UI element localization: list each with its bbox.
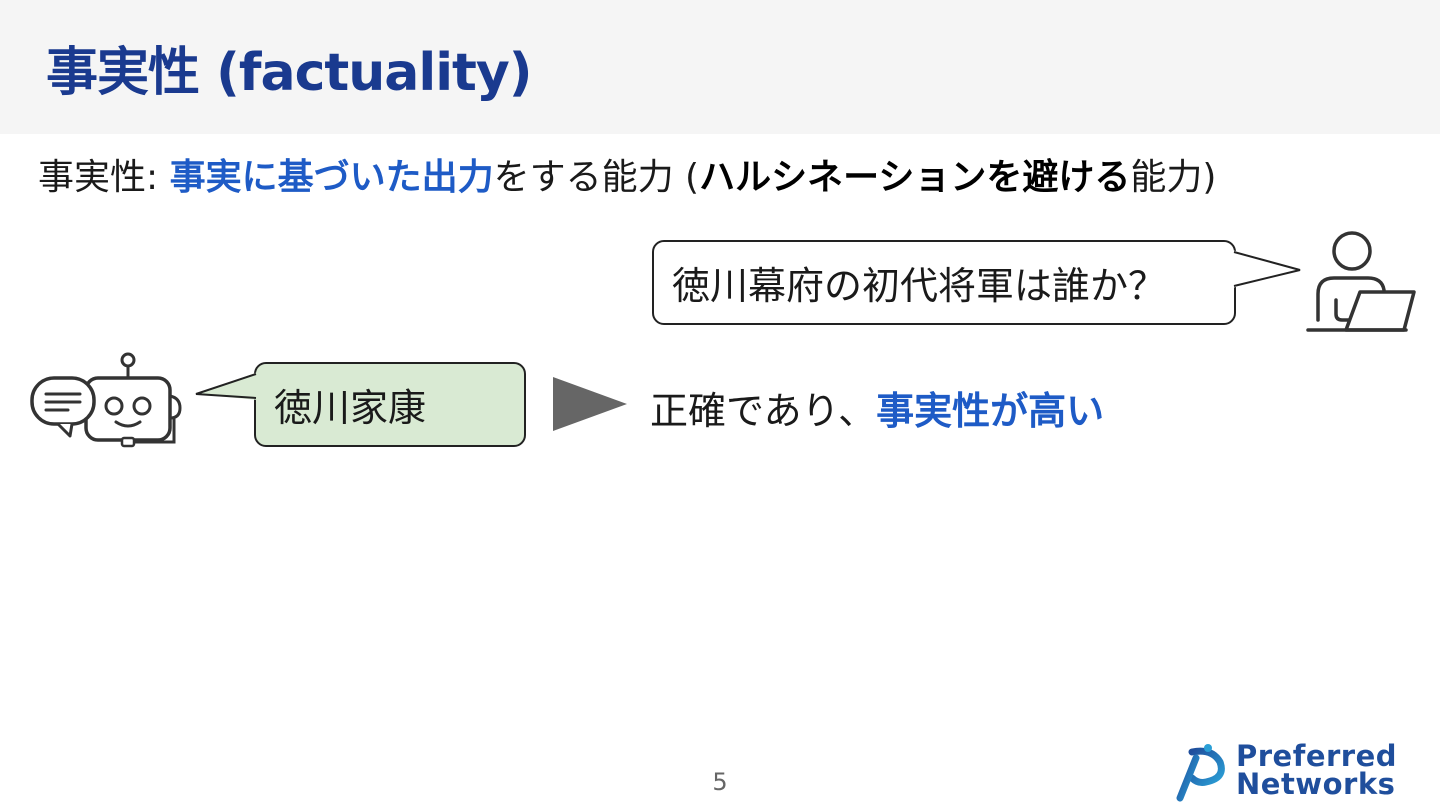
definition-text: 事実性: 事実に基づいた出力をする能力 (ハルシネーションを避ける能力) (38, 148, 1216, 200)
preferred-networks-logo: Preferred Networks (1172, 740, 1422, 802)
person-laptop-icon (1306, 231, 1416, 332)
play-arrow-icon (553, 377, 627, 431)
definition-highlight: 事実に基づいた出力 (169, 157, 494, 198)
slide-header: 事実性 (factuality) (0, 0, 1440, 134)
question-text: 徳川幕府の初代将軍は誰か？ (672, 264, 1167, 308)
definition-prefix: 事実性: (38, 157, 170, 198)
answer-text: 徳川家康 (274, 386, 427, 430)
question-bubble: 徳川幕府の初代将軍は誰か？ (652, 240, 1236, 325)
logo-text-line1: Preferred (1236, 739, 1398, 773)
result-highlight: 事実性が高い (876, 389, 1105, 433)
definition-middle: をする能力 ( (493, 157, 700, 198)
definition-suffix: 能力) (1130, 157, 1217, 198)
definition-emphasis: ハルシネーションを避ける (699, 157, 1131, 198)
logo-mark-icon (1176, 744, 1225, 802)
answer-bubble: 徳川家康 (254, 362, 526, 447)
result-text: 正確であり、事実性が高い (650, 380, 1104, 435)
result-plain: 正確であり、 (650, 389, 877, 433)
slide-title: 事実性 (factuality) (46, 43, 533, 103)
question-bubble-tail (1232, 250, 1301, 288)
logo-text-line2: Networks (1236, 767, 1396, 801)
chatbot-icon (30, 352, 182, 448)
page-number: 5 (712, 768, 728, 796)
answer-bubble-tail (195, 372, 258, 400)
